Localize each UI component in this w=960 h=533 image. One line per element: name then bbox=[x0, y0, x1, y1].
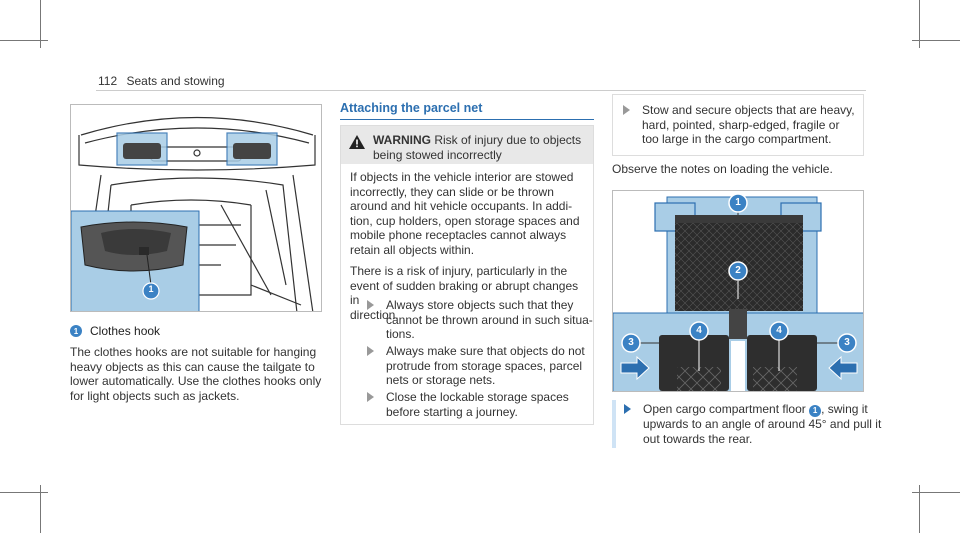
callout-number: 3 bbox=[628, 337, 634, 348]
warning-title: WARNING Risk of injury due to objects be… bbox=[373, 133, 588, 162]
header-divider bbox=[96, 90, 866, 91]
bullet-arrow-icon bbox=[623, 105, 630, 115]
callout-number: 1 bbox=[735, 197, 741, 208]
step-number-badge: 1 bbox=[809, 405, 822, 418]
crop-mark bbox=[0, 40, 48, 41]
warning-bullet: Close the lockable storage spaces before… bbox=[367, 390, 569, 419]
caption-label: Clothes hook bbox=[90, 324, 161, 338]
bullet-text: Always make sure that objects do not pro… bbox=[386, 344, 585, 387]
step-arrow-icon bbox=[624, 404, 631, 414]
callout-number: 3 bbox=[844, 337, 850, 348]
crop-mark bbox=[40, 0, 41, 48]
warning-bullet: Always store objects such that they cann… bbox=[367, 298, 593, 342]
callout-number: 1 bbox=[148, 284, 154, 294]
info-bullet: Stow and secure objects that are heavy, … bbox=[623, 103, 855, 147]
warning-box: WARNING Risk of injury due to objects be… bbox=[340, 125, 594, 425]
warning-header: WARNING Risk of injury due to objects be… bbox=[341, 126, 593, 164]
bullet-arrow-icon bbox=[367, 300, 374, 310]
step-text-start: Open cargo compartment floor bbox=[643, 402, 810, 416]
observe-note: Observe the notes on loading the vehicle… bbox=[612, 162, 833, 176]
section-name: Seats and stowing bbox=[126, 74, 225, 88]
info-box: Stow and secure objects that are heavy, … bbox=[612, 94, 864, 156]
step-indicator-bar bbox=[612, 400, 616, 448]
figure-caption: 1 Clothes hook bbox=[70, 324, 160, 338]
warning-paragraph: There is a risk of injury, particularly … bbox=[350, 264, 579, 322]
callout-number: 2 bbox=[735, 265, 741, 276]
crop-mark bbox=[912, 492, 960, 493]
page-header: 112 Seats and stowing bbox=[98, 74, 225, 88]
warning-label: WARNING bbox=[373, 133, 431, 147]
callout-number: 4 bbox=[776, 325, 782, 336]
crop-mark bbox=[919, 485, 920, 533]
section-title-underline bbox=[340, 119, 594, 120]
instruction-step: Open cargo compartment floor 1, swing it… bbox=[624, 402, 881, 446]
cargo-floor-figure: 1 2 3 4 4 3 bbox=[612, 190, 864, 392]
crop-mark bbox=[40, 485, 41, 533]
caption-number-badge: 1 bbox=[70, 325, 82, 337]
step-text-end: , swing it upwards to an angle of around… bbox=[643, 402, 882, 446]
bullet-text: Always store objects such that they cann… bbox=[386, 298, 593, 341]
warning-bullet: Always make sure that objects do not pro… bbox=[367, 344, 585, 388]
callout-number: 4 bbox=[696, 325, 702, 336]
crop-mark bbox=[0, 492, 48, 493]
info-text: Stow and secure objects that are heavy, … bbox=[642, 103, 855, 146]
warning-paragraph: If objects in the vehicle interior are s… bbox=[350, 170, 580, 257]
crop-mark bbox=[912, 40, 960, 41]
warning-triangle-icon bbox=[349, 135, 365, 149]
step-text: Open cargo compartment floor 1, swing it… bbox=[643, 402, 881, 446]
page-number: 112 bbox=[98, 74, 118, 88]
section-title: Attaching the parcel net bbox=[340, 101, 483, 115]
clothes-hook-note: The clothes hooks are not suitable for h… bbox=[70, 345, 322, 403]
warning-title-text: Risk of injury due to objects being stow… bbox=[373, 133, 582, 162]
bullet-arrow-icon bbox=[367, 346, 374, 356]
bullet-text: Close the lockable storage spaces before… bbox=[386, 390, 569, 419]
crop-mark bbox=[919, 0, 920, 48]
bullet-arrow-icon bbox=[367, 392, 374, 402]
tailgate-figure: 1 bbox=[70, 104, 322, 312]
